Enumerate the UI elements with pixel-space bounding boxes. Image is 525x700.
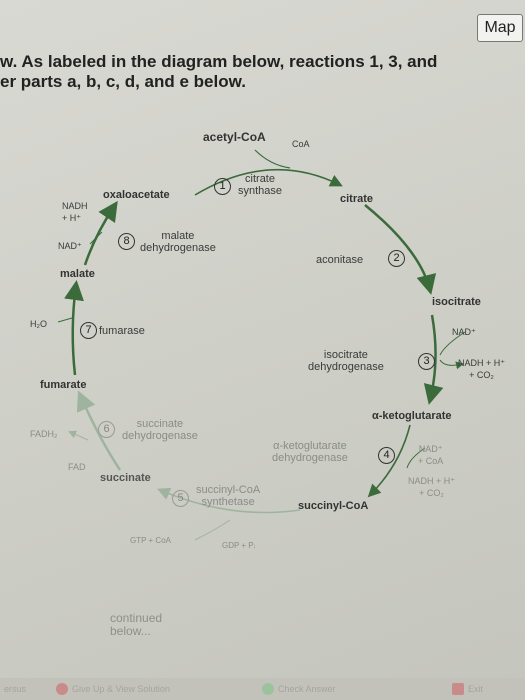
label-fumarase: fumarase	[99, 325, 145, 337]
arrow-nadh-out	[439, 359, 464, 370]
label-coa: CoA	[292, 139, 310, 149]
arrow-akg-dh	[367, 424, 411, 498]
label-nad-coa: NAD⁺ + CoA	[418, 444, 444, 466]
label-malate: malate	[60, 268, 95, 280]
reaction-number-7: 7	[80, 322, 97, 339]
label-isocitrate: isocitrate	[432, 296, 481, 308]
label-isocitrate-dehydrogenase: isocitrate dehydrogenase	[308, 349, 384, 373]
arrow-malate-dh	[83, 200, 118, 266]
label-h2o: H₂O	[30, 319, 47, 329]
label-aconitase: aconitase	[316, 254, 364, 266]
label-nad-malate: NAD⁺	[58, 241, 82, 251]
label-citrate: citrate	[340, 193, 374, 205]
label-malate-dehydrogenase: malate dehydrogenase	[140, 230, 216, 254]
give-up-view-solution-button[interactable]: Give Up & View Solution	[72, 684, 170, 694]
arrow-aconitase	[364, 204, 437, 295]
label-acetyl-coa: acetyl-CoA	[203, 130, 266, 144]
label-fad: FAD	[68, 462, 86, 472]
label-nadh-h: NADH + H⁺	[62, 201, 88, 223]
reaction-number-4: 4	[378, 447, 395, 464]
label-gtp-coa: GTP + CoA	[130, 536, 171, 545]
label-nadh-co2-akg: NADH + H⁺ + CO₂	[408, 476, 456, 498]
label-succinyl-coa: succinyl-CoA	[298, 500, 369, 512]
label-succinate: succinate	[100, 472, 151, 484]
map-button[interactable]: Map	[477, 14, 523, 42]
reaction-number-2: 2	[388, 250, 405, 267]
exit-button[interactable]: Exit	[468, 684, 484, 694]
reaction-number-3: 3	[418, 353, 435, 370]
check-answer-button[interactable]: Check Answer	[278, 684, 336, 694]
label-alpha-ketoglutarate: α-ketoglutarate	[372, 410, 452, 422]
arrow-fumarase	[64, 280, 84, 376]
arrow-nad-coa-in	[406, 447, 426, 469]
arrow-h2o-in	[57, 317, 73, 323]
check-answer-icon	[262, 683, 274, 695]
continued-below-text: continued below...	[110, 611, 163, 638]
arrow-acetyl-coa-in	[254, 149, 291, 169]
reaction-number-5: 5	[172, 490, 189, 507]
label-fumarate: fumarate	[40, 379, 87, 391]
reaction-number-8: 8	[118, 233, 135, 250]
label-succinate-dehydrogenase: succinate dehydrogenase	[122, 418, 198, 442]
reaction-number-6: 6	[98, 421, 115, 438]
label-citrate-synthase: citrate synthase	[238, 173, 283, 197]
arrow-gtp	[194, 519, 231, 541]
label-nad-isocitrate: NAD⁺	[452, 327, 476, 337]
exit-icon	[452, 683, 464, 695]
arrow-succinate-dh	[76, 390, 122, 471]
label-gdp-p: GDP + Pᵢ	[222, 541, 255, 550]
give-up-icon	[56, 683, 68, 695]
arrow-citrate-synthase	[194, 168, 343, 196]
arrow-fadh2	[68, 430, 89, 441]
reaction-number-1: 1	[214, 178, 231, 195]
arrow-nad-malate	[89, 231, 103, 245]
instructions-line-2: er parts a, b, c, d, and e below.	[0, 72, 246, 91]
arrow-nad-in	[439, 331, 466, 356]
label-succinyl-coa-synthetase: succinyl-CoA synthetase	[196, 484, 261, 508]
label-nadh-co2-isocitrate: NADH + H⁺ + CO₂	[458, 358, 506, 380]
label-fadh2: FADH₂	[30, 429, 58, 439]
label-akg-dehydrogenase: α-ketoglutarate dehydrogenase	[272, 440, 348, 464]
arrow-isocitrate-dh	[423, 314, 444, 405]
instructions-line-1: w. As labeled in the diagram below, reac…	[0, 52, 438, 71]
label-oxaloacetate: oxaloacetate	[103, 189, 170, 201]
footer-left-text: ersus	[4, 684, 27, 694]
